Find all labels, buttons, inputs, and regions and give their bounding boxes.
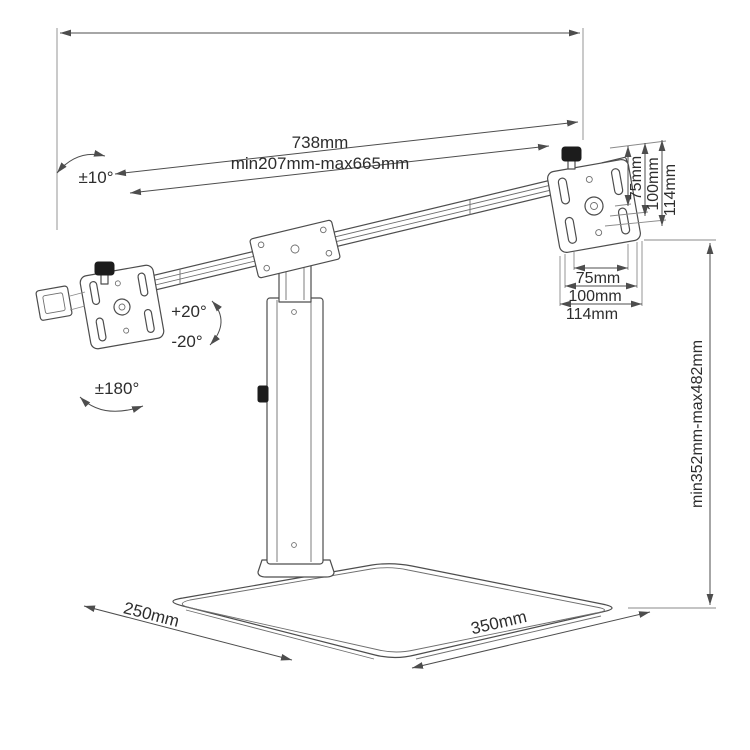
label-tilt-up: +20° xyxy=(171,302,207,321)
center-clamp xyxy=(249,219,341,279)
dimension-vesa-vertical: 75mm 100mm 114mm xyxy=(604,140,679,227)
label-width-range: min207mm-max665mm xyxy=(231,154,410,173)
lift-column xyxy=(257,297,324,565)
dimension-width-range: min207mm-max665mm xyxy=(129,143,550,196)
vesa-plate-left xyxy=(79,264,165,350)
label-vesa-h-114: 114mm xyxy=(566,306,618,323)
label-vesa-v-114: 114mm xyxy=(662,164,679,216)
label-vesa-v-75: 75mm xyxy=(628,156,645,200)
annotation-rotation: ±180° xyxy=(79,379,144,413)
label-total-width: 738mm xyxy=(292,133,349,152)
base-plate xyxy=(172,563,613,660)
dimension-vesa-horizontal: 75mm 100mm 114mm xyxy=(559,241,643,323)
release-button xyxy=(257,385,269,403)
label-vesa-h-100: 100mm xyxy=(568,288,621,305)
quick-release-plate xyxy=(35,285,73,321)
label-vesa-v-100: 100mm xyxy=(645,157,662,210)
dimension-height-range: min352mm-max482mm xyxy=(628,239,716,609)
tension-knob-left xyxy=(94,261,115,285)
annotation-tilt: +20° -20° xyxy=(171,300,222,351)
label-tilt-down: -20° xyxy=(171,332,202,351)
vesa-plate-right xyxy=(547,159,641,253)
quick-release-link-lines xyxy=(69,291,86,311)
label-base-depth: 250mm xyxy=(122,598,182,631)
tension-knob-right xyxy=(561,146,582,170)
crossbar-arm xyxy=(96,162,623,305)
label-rotation: ±180° xyxy=(95,379,140,398)
label-height-range: min352mm-max482mm xyxy=(689,340,706,508)
annotation-swivel: ±10° xyxy=(56,150,114,187)
label-swivel: ±10° xyxy=(78,168,113,187)
label-vesa-h-75: 75mm xyxy=(576,270,620,287)
